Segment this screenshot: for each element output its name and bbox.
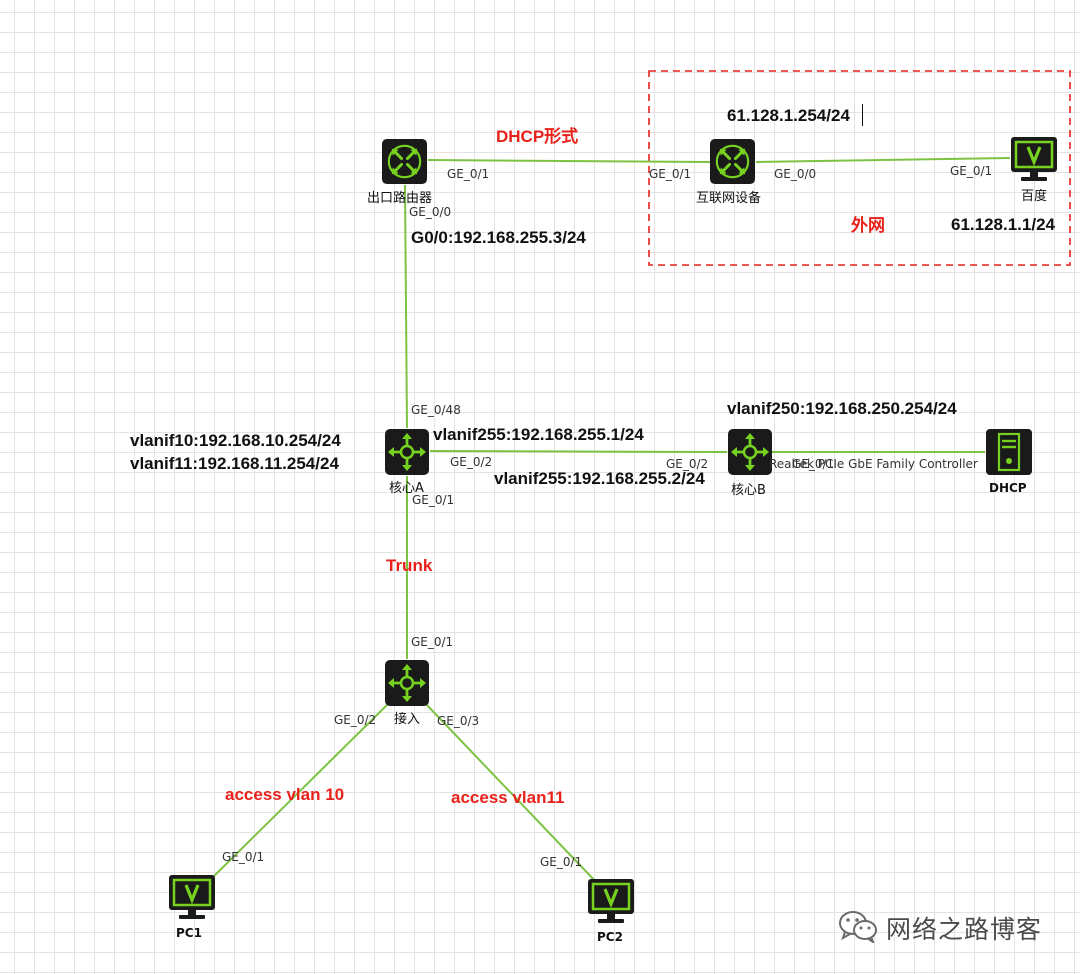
device-name-exit-router: 出口路由器 xyxy=(367,191,433,206)
link-access-to-pc2 xyxy=(423,701,599,885)
link-internet-to-baidu xyxy=(755,157,1011,163)
port-label: GE_0/48 xyxy=(411,403,461,417)
port-label: GE_0/1 xyxy=(540,855,583,869)
device-name-core-a: 核心A xyxy=(389,481,424,496)
ip-label-vlanif10: vlanif10:192.168.10.254/24 xyxy=(130,431,341,450)
ip-label-internet-router: 61.128.1.254/24 xyxy=(727,106,850,125)
port-label: GE_0/1 xyxy=(222,850,265,864)
port-label: GE_0/1 xyxy=(649,167,692,181)
port-label: GE_0/0 xyxy=(774,167,817,181)
device-name-pc1: PC1 xyxy=(176,926,202,940)
port-label: GE_0/2 xyxy=(450,455,493,469)
port-label: GE_0/2 xyxy=(666,457,709,471)
annotation-access-vlan10: access vlan 10 xyxy=(225,785,345,804)
ip-label-core-b-vlanif250: vlanif250:192.168.250.254/24 xyxy=(727,399,957,418)
port-label: GE_0/2 xyxy=(334,713,377,727)
pc-monitor-icon[interactable] xyxy=(1010,136,1058,182)
link-exit-router-to-core-a xyxy=(404,184,408,429)
ip-label-core-a-vlanif255: vlanif255:192.168.255.1/24 xyxy=(433,425,644,444)
l3-switch-icon[interactable] xyxy=(727,428,773,476)
pc-monitor-icon[interactable] xyxy=(587,878,635,924)
external-network-boundary xyxy=(648,70,1071,266)
pc-monitor-icon[interactable] xyxy=(168,874,216,920)
ip-label-baidu: 61.128.1.1/24 xyxy=(951,215,1055,234)
link-access-to-pc1 xyxy=(209,701,391,881)
watermark-text: 网络之路博客 xyxy=(886,915,1043,944)
device-name-internet-router: 互联网设备 xyxy=(696,191,762,206)
router-icon[interactable] xyxy=(381,138,428,185)
device-name-access-switch: 接入 xyxy=(394,712,421,727)
annotation-trunk: Trunk xyxy=(386,556,433,575)
device-name-pc2: PC2 xyxy=(597,930,623,944)
wechat-icon xyxy=(838,909,878,947)
ip-label-exit-router-g00: G0/0:192.168.255.3/24 xyxy=(411,228,586,247)
device-name-core-b: 核心B xyxy=(731,483,766,498)
annotation-dhcp-mode: DHCP形式 xyxy=(496,127,579,146)
port-label: GE_0/1 xyxy=(792,457,835,471)
ip-label-vlanif11: vlanif11:192.168.11.254/24 xyxy=(130,454,339,473)
device-name-dhcp-server: DHCP xyxy=(989,481,1027,495)
device-name-baidu: 百度 xyxy=(1021,189,1048,204)
ip-label-core-b-vlanif255: vlanif255:192.168.255.2/24 xyxy=(494,469,705,488)
port-label: GE_0/1 xyxy=(412,493,455,507)
port-label: GE_0/1 xyxy=(447,167,490,181)
watermark: 网络之路博客 xyxy=(838,908,1042,948)
nic-label: Realtek PCIe GbE Family Controller xyxy=(769,457,978,471)
port-label: GE_0/3 xyxy=(437,714,480,728)
annotation-external-network: 外网 xyxy=(851,216,885,235)
l3-switch-icon[interactable] xyxy=(384,659,430,707)
server-icon[interactable] xyxy=(985,428,1033,476)
text-cursor xyxy=(862,104,863,126)
router-icon[interactable] xyxy=(709,138,756,185)
port-label: GE_0/1 xyxy=(950,164,993,178)
port-label: GE_0/1 xyxy=(411,635,454,649)
port-label: GE_0/0 xyxy=(409,205,452,219)
annotation-access-vlan11: access vlan11 xyxy=(451,788,565,807)
l3-switch-icon[interactable] xyxy=(384,428,430,476)
link-exit-router-to-internet xyxy=(427,159,711,163)
link-core-a-to-core-b xyxy=(429,450,728,453)
